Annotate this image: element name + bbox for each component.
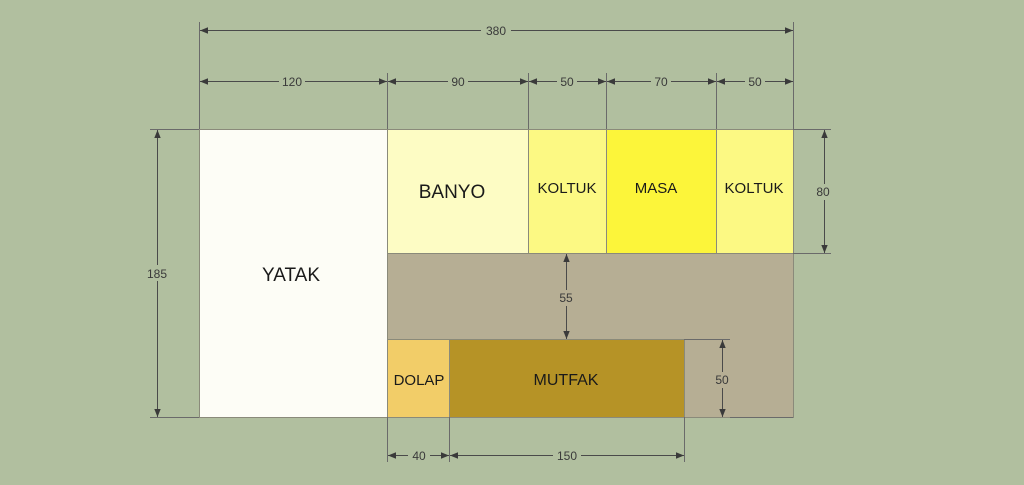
extension-lines [150, 22, 831, 462]
room-koltuk-right [716, 129, 794, 254]
dim-mutfak-width: 150 [557, 449, 577, 463]
label-banyo: BANYO [419, 182, 486, 203]
dim-masa-width: 70 [654, 75, 668, 89]
dim-dolap-width: 40 [412, 449, 426, 463]
dim-koltuk2-width: 50 [748, 75, 762, 89]
dim-total-height: 185 [147, 267, 167, 281]
label-yatak: YATAK [262, 265, 320, 286]
rooms [199, 129, 794, 418]
room-koltuk-left [528, 129, 607, 254]
room-yatak [199, 129, 388, 418]
room-banyo [387, 129, 529, 254]
label-mutfak: MUTFAK [534, 372, 599, 389]
room-labels: YATAK BANYO KOLTUK MASA KOLTUK DOLAP MUT… [262, 180, 783, 389]
label-masa: MASA [635, 180, 678, 197]
label-dolap: DOLAP [394, 372, 445, 389]
label-koltuk-right: KOLTUK [725, 180, 784, 197]
room-masa [606, 129, 717, 254]
label-koltuk-left: KOLTUK [538, 180, 597, 197]
dim-mutfak-height: 50 [715, 373, 729, 387]
dim-gap-height: 55 [559, 291, 573, 305]
dim-yatak-width: 120 [282, 75, 302, 89]
room-dolap [387, 339, 450, 418]
dimension-labels: 380 120 90 50 70 50 185 80 55 50 40 150 [144, 23, 835, 463]
room-mutfak [449, 339, 685, 418]
dim-top-row-height: 80 [816, 185, 830, 199]
dim-banyo-width: 90 [451, 75, 465, 89]
dim-total-width: 380 [486, 24, 506, 38]
dim-koltuk1-width: 50 [560, 75, 574, 89]
